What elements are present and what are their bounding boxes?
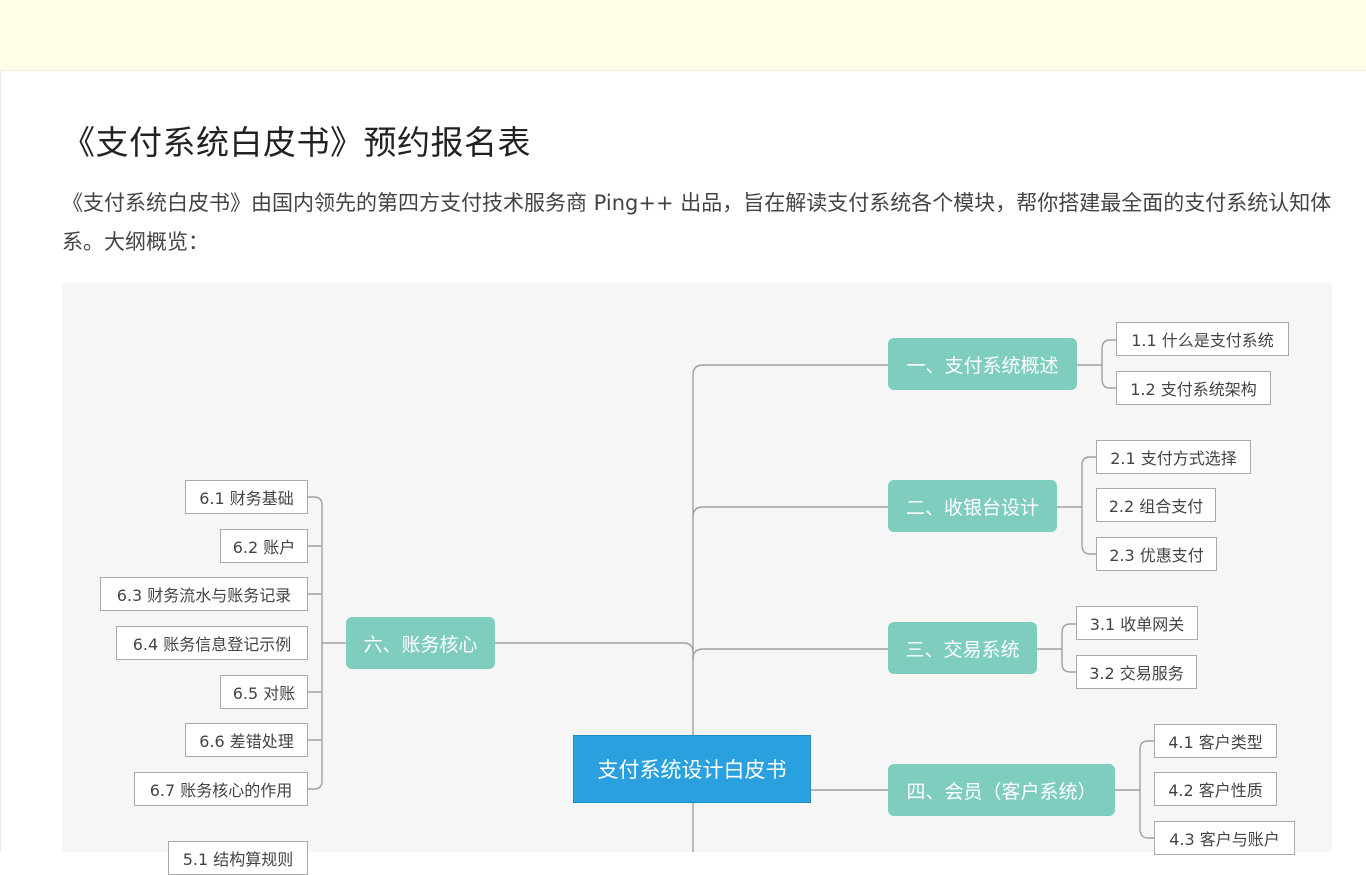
connector-b2-leaves: [1057, 456, 1096, 555]
leaf-2-1: 2.1 支付方式选择: [1096, 440, 1251, 474]
branch-member: 四、会员（客户系统）: [888, 764, 1115, 816]
leaf-4-1: 4.1 客户类型: [1154, 724, 1277, 758]
mindmap-root: 支付系统设计白皮书: [573, 735, 811, 803]
page-intro: 《支付系统白皮书》由国内领先的第四方支付技术服务商 Ping++ 出品，旨在解读…: [62, 191, 1332, 254]
branch-overview: 一、支付系统概述: [888, 338, 1077, 390]
leaf-2-2: 2.2 组合支付: [1096, 488, 1216, 522]
trunk-line: [692, 364, 888, 852]
leaf-6-1: 6.1 财务基础: [185, 480, 308, 514]
leaf-2-3: 2.3 优惠支付: [1096, 537, 1217, 571]
leaf-4-2: 4.2 客户性质: [1154, 772, 1277, 806]
branch-checkout: 二、收银台设计: [888, 480, 1057, 532]
leaf-3-1: 3.1 收单网关: [1076, 606, 1198, 640]
connector-b3: [692, 648, 888, 660]
branch-accounting: 六、账务核心: [346, 617, 495, 669]
connector-b3-leaves: [1037, 623, 1076, 673]
connector-b6-leaves: [308, 496, 346, 790]
page-title: 《支付系统白皮书》预约报名表: [62, 123, 531, 162]
branch-trade: 三、交易系统: [888, 622, 1037, 674]
leaf-6-5: 6.5 对账: [220, 675, 308, 709]
mindmap-connectors: [308, 339, 1154, 852]
leaf-6-3: 6.3 财务流水与账务记录: [100, 577, 308, 611]
mindmap-image: 支付系统设计白皮书 一、支付系统概述 1.1 什么是支付系统 1.2 支付系统架…: [62, 283, 1332, 875]
leaf-4-3: 4.3 客户与账户: [1154, 821, 1295, 855]
connector-b6: [495, 642, 694, 654]
connector-b2: [692, 506, 888, 518]
leaf-6-6: 6.6 差错处理: [185, 723, 308, 757]
connector-b4-leaves: [1115, 740, 1154, 839]
leaf-6-4: 6.4 账务信息登记示例: [116, 626, 308, 660]
leaf-3-2: 3.2 交易服务: [1076, 655, 1197, 689]
left-border: [0, 70, 1, 852]
leaf-6-7: 6.7 账务核心的作用: [134, 772, 308, 806]
top-banner: [0, 0, 1366, 71]
leaf-6-2: 6.2 账户: [220, 529, 308, 563]
leaf-partial: 5.1 结构算规则: [168, 841, 308, 875]
connector-b1-leaves: [1077, 339, 1116, 389]
leaf-1-1: 1.1 什么是支付系统: [1116, 322, 1289, 356]
leaf-1-2: 1.2 支付系统架构: [1116, 371, 1271, 405]
